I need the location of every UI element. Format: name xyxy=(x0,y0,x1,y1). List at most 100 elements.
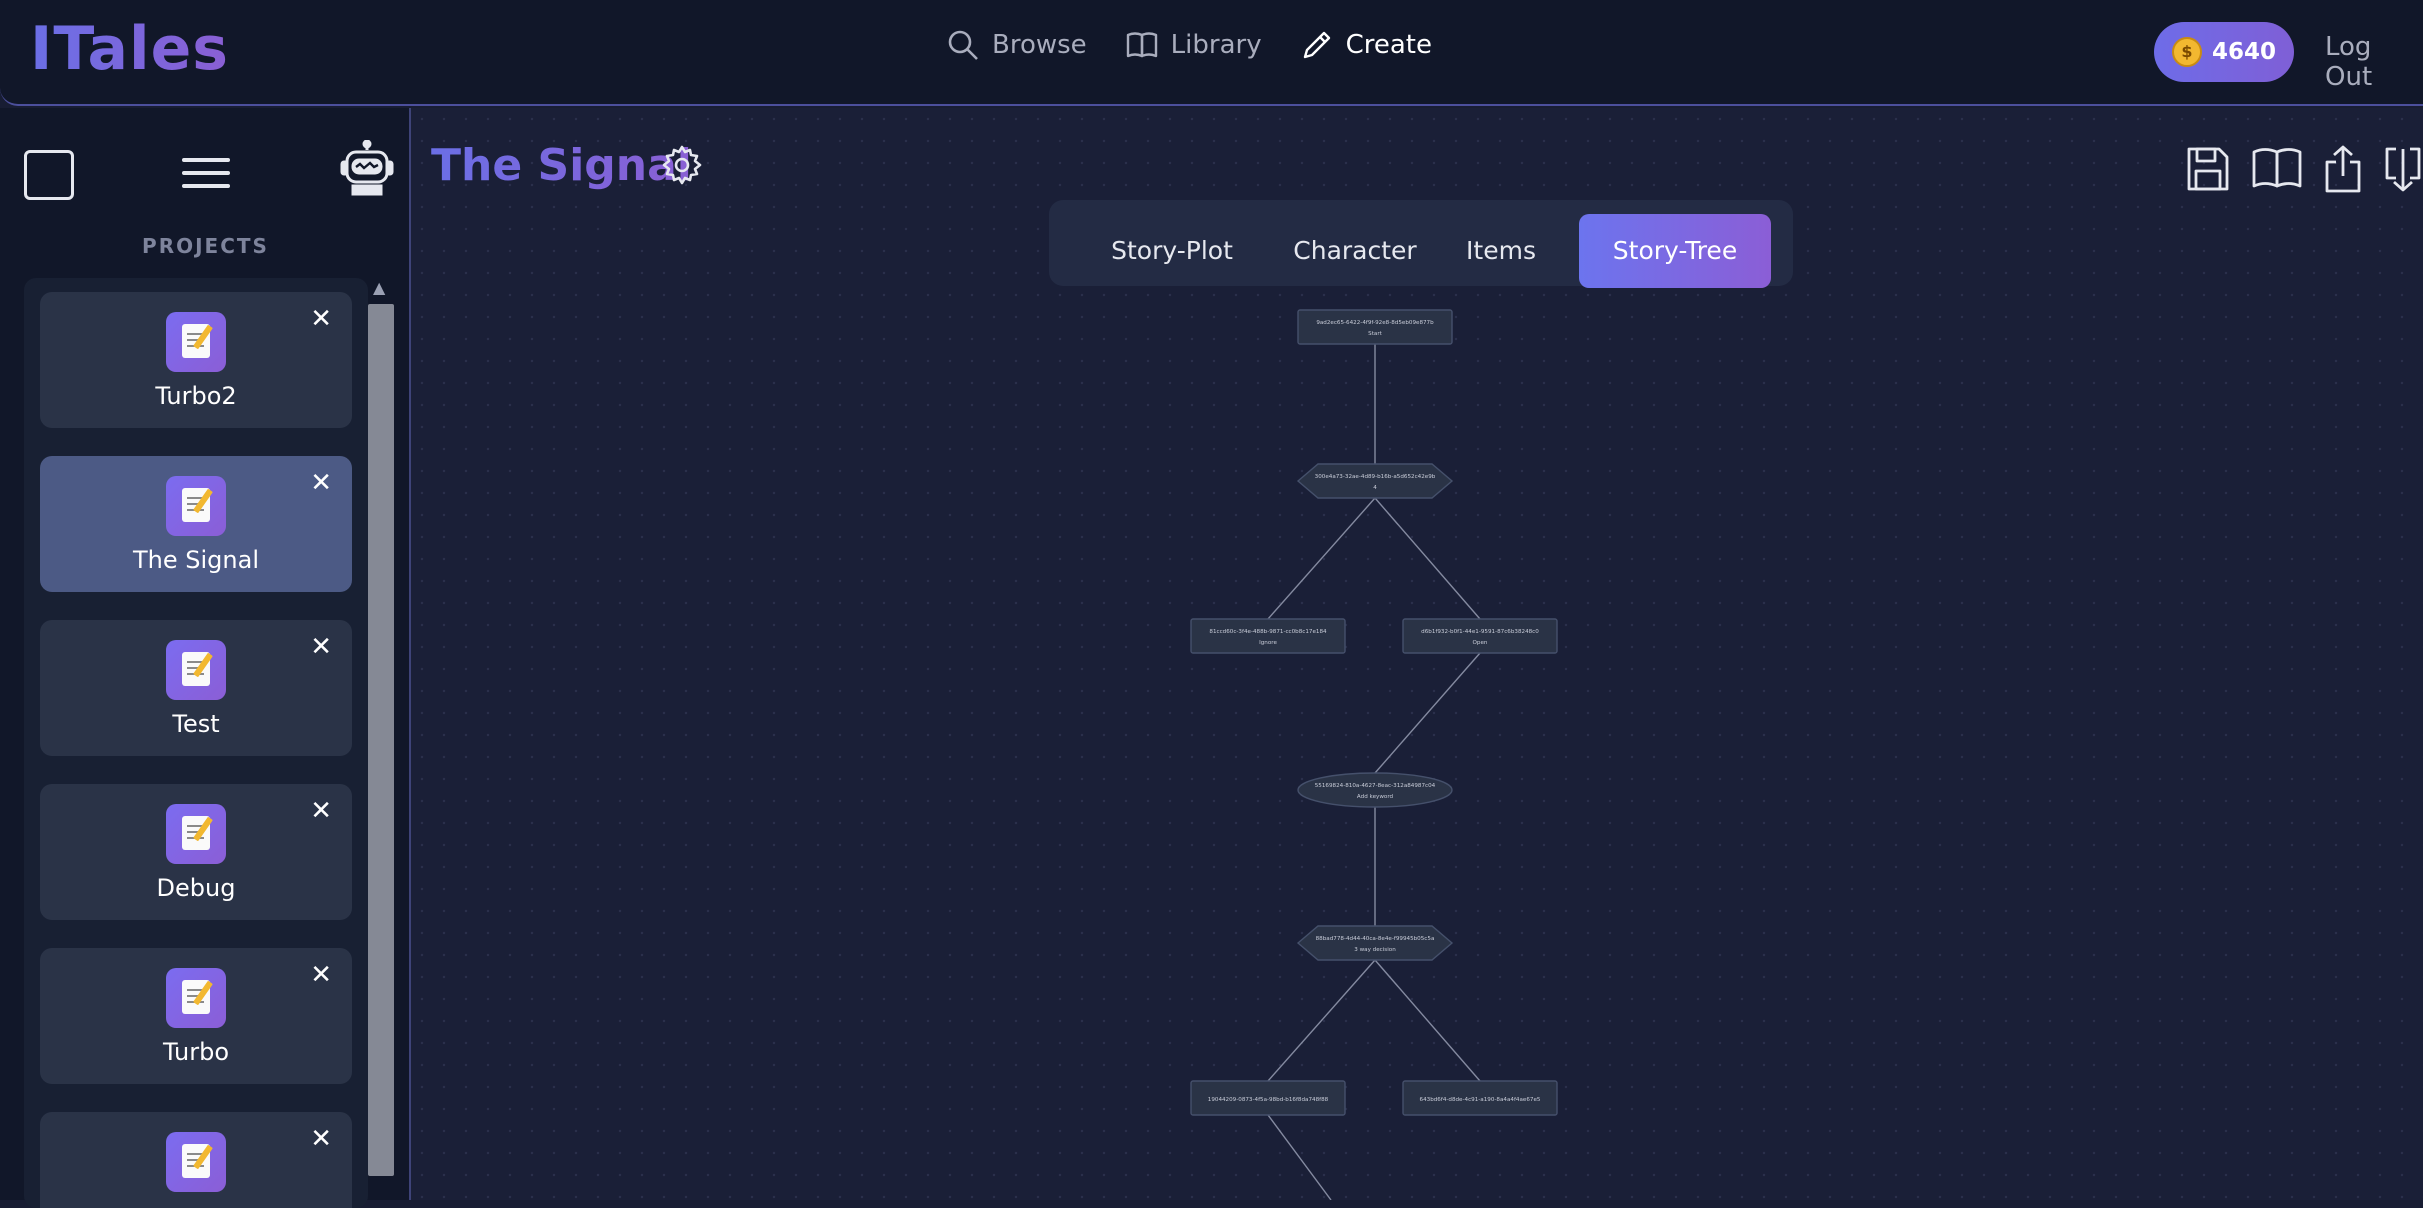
logout-link[interactable]: Log Out xyxy=(2325,32,2373,92)
nav-create-label: Create xyxy=(1345,30,1432,60)
tree-edge xyxy=(1267,1114,1332,1200)
tree-node-label: 3 way decision xyxy=(1354,947,1396,953)
tree-node-id: 300e4a73-32ae-4d89-b16b-a5d652c42e9b xyxy=(1315,474,1436,480)
tree-node-label: Start xyxy=(1368,331,1382,337)
tree-node-shape xyxy=(1296,925,1454,961)
memo-icon xyxy=(166,968,226,1028)
close-icon[interactable]: ✕ xyxy=(310,632,332,662)
tree-node[interactable]: 643bd6f4-d8de-4c91-a190-8a4a4f4ae67e5 xyxy=(1402,1080,1558,1116)
save-icon[interactable] xyxy=(2185,144,2231,194)
story-tree-canvas[interactable]: 9ad2ec65-6422-4f9f-92e8-8d5eb09e877bStar… xyxy=(411,108,2423,1200)
tab-story-tree[interactable]: Story-Tree xyxy=(1579,214,1771,288)
project-card-turbo[interactable]: ✕ Turbo xyxy=(40,948,352,1084)
nav-library-label: Library xyxy=(1170,30,1262,60)
project-card-turbo2[interactable]: ✕ Turbo2 xyxy=(40,292,352,428)
projects-heading: PROJECTS xyxy=(142,234,269,258)
close-icon[interactable]: ✕ xyxy=(310,960,332,990)
coin-balance-button[interactable]: $ 4640 xyxy=(2154,22,2294,82)
upload-share-icon[interactable] xyxy=(2323,144,2363,194)
tree-edge xyxy=(1374,497,1481,620)
sidebar-toolbar xyxy=(24,139,394,200)
tree-node-shape xyxy=(1402,1080,1558,1116)
book-icon xyxy=(1126,32,1157,58)
gear-icon[interactable] xyxy=(661,144,703,190)
tree-edge xyxy=(1267,497,1376,620)
tree-nodes: 9ad2ec65-6422-4f9f-92e8-8d5eb09e877bStar… xyxy=(1190,309,1558,1116)
memo-icon xyxy=(166,312,226,372)
project-card-partial[interactable]: ✕ xyxy=(40,1112,352,1208)
memo-icon xyxy=(166,640,226,700)
search-icon xyxy=(948,30,978,60)
story-title: The Signal xyxy=(431,140,692,191)
tree-edges xyxy=(1267,344,1481,1200)
tree-node-shape xyxy=(1190,618,1346,654)
tree-node-id: 643bd6f4-d8de-4c91-a190-8a4a4f4ae67e5 xyxy=(1420,1097,1541,1103)
project-name: Test xyxy=(172,710,220,738)
scrollbar-thumb[interactable] xyxy=(368,304,394,1176)
coin-bag-icon: $ xyxy=(2171,37,2202,67)
top-navigation-bar: ITales Browse Library Create $ 4640 Log … xyxy=(0,0,2423,106)
close-icon[interactable]: ✕ xyxy=(310,1124,332,1154)
app-logo[interactable]: ITales xyxy=(30,14,229,84)
tree-node[interactable]: 88bad778-4d44-40ca-8e4e-f99945b05c5a 3 wa… xyxy=(1296,925,1454,961)
tree-node-label: Ignore xyxy=(1259,640,1277,646)
tree-node[interactable]: 19044209-0873-4f5a-98bd-b16f8da748f88 xyxy=(1190,1080,1346,1116)
project-sidebar: PROJECTS ✕ Turbo2 ✕ The Signal ✕ Test ✕ … xyxy=(0,108,411,1208)
project-name: Turbo2 xyxy=(155,382,237,410)
nav-browse[interactable]: Browse xyxy=(946,28,1087,62)
download-icon[interactable] xyxy=(2383,144,2423,194)
tab-character[interactable]: Character xyxy=(1293,236,1417,265)
tree-node-id: 88bad778-4d44-40ca-8e4e-f99945b05c5a xyxy=(1316,936,1435,942)
close-icon[interactable]: ✕ xyxy=(310,796,332,826)
tree-node[interactable]: 81ccd60c-3f4e-488b-9871-cc0b8c17e184Igno… xyxy=(1190,618,1346,654)
tree-node-id: 19044209-0873-4f5a-98bd-b16f8da748f88 xyxy=(1208,1097,1329,1103)
project-name: Turbo xyxy=(162,1038,229,1066)
tab-story-plot[interactable]: Story-Plot xyxy=(1111,236,1233,265)
tree-node-id: d6b1f932-b0f1-44e1-9591-87c6b38248c0 xyxy=(1421,629,1539,635)
close-icon[interactable]: ✕ xyxy=(310,304,332,334)
tree-edge xyxy=(1267,959,1376,1082)
open-book-icon[interactable] xyxy=(2251,144,2303,194)
project-name: Debug xyxy=(156,874,236,902)
tree-edge xyxy=(1374,652,1481,774)
scroll-up-arrow-icon[interactable]: ▲ xyxy=(373,278,386,297)
tree-node-id: 81ccd60c-3f4e-488b-9871-cc0b8c17e184 xyxy=(1209,629,1327,635)
memo-icon xyxy=(166,804,226,864)
tree-node-shape xyxy=(1297,309,1453,345)
project-card-test[interactable]: ✕ Test xyxy=(40,620,352,756)
tree-node[interactable]: 300e4a73-32ae-4d89-b16b-a5d652c42e9b 4 xyxy=(1296,463,1454,499)
project-list-scrollbar[interactable]: ▲ xyxy=(368,278,394,1198)
coin-balance: 4640 xyxy=(2211,39,2276,65)
main-nav: Browse Library Create xyxy=(946,28,1432,62)
tree-node-shape xyxy=(1296,463,1454,499)
tree-node-shape xyxy=(1402,618,1558,654)
project-card-debug[interactable]: ✕ Debug xyxy=(40,784,352,920)
project-list: ✕ Turbo2 ✕ The Signal ✕ Test ✕ Debug ✕ T… xyxy=(24,278,368,1208)
pencil-icon xyxy=(1303,31,1330,59)
tree-node-id: 55169824-810a-4627-8eac-312a84987c04 xyxy=(1315,783,1436,789)
nav-create[interactable]: Create xyxy=(1300,28,1432,62)
tab-items[interactable]: Items xyxy=(1466,236,1536,265)
tree-node[interactable]: 55169824-810a-4627-8eac-312a84987c04Add … xyxy=(1297,772,1453,808)
tree-edge xyxy=(1374,959,1481,1082)
project-card-the-signal[interactable]: ✕ The Signal xyxy=(40,456,352,592)
tree-node-shape xyxy=(1190,1080,1346,1116)
nav-browse-label: Browse xyxy=(992,30,1087,60)
tree-node-label: 4 xyxy=(1373,485,1377,491)
tree-node-label: Add keyword xyxy=(1357,794,1394,800)
memo-icon xyxy=(166,1132,226,1192)
menu-lines-icon[interactable] xyxy=(182,158,230,197)
square-icon[interactable] xyxy=(24,150,74,200)
close-icon[interactable]: ✕ xyxy=(310,468,332,498)
tree-node-shape xyxy=(1297,772,1453,808)
story-actions xyxy=(2185,144,2423,194)
nav-library[interactable]: Library xyxy=(1125,28,1262,62)
memo-icon xyxy=(166,476,226,536)
robot-icon[interactable] xyxy=(340,139,394,200)
editor-tabs: Story-Plot Character Items Story-Tree xyxy=(1049,200,1793,288)
project-name: The Signal xyxy=(133,546,259,574)
tree-node[interactable]: 9ad2ec65-6422-4f9f-92e8-8d5eb09e877bStar… xyxy=(1297,309,1453,345)
tree-node-label: Open xyxy=(1473,640,1488,646)
